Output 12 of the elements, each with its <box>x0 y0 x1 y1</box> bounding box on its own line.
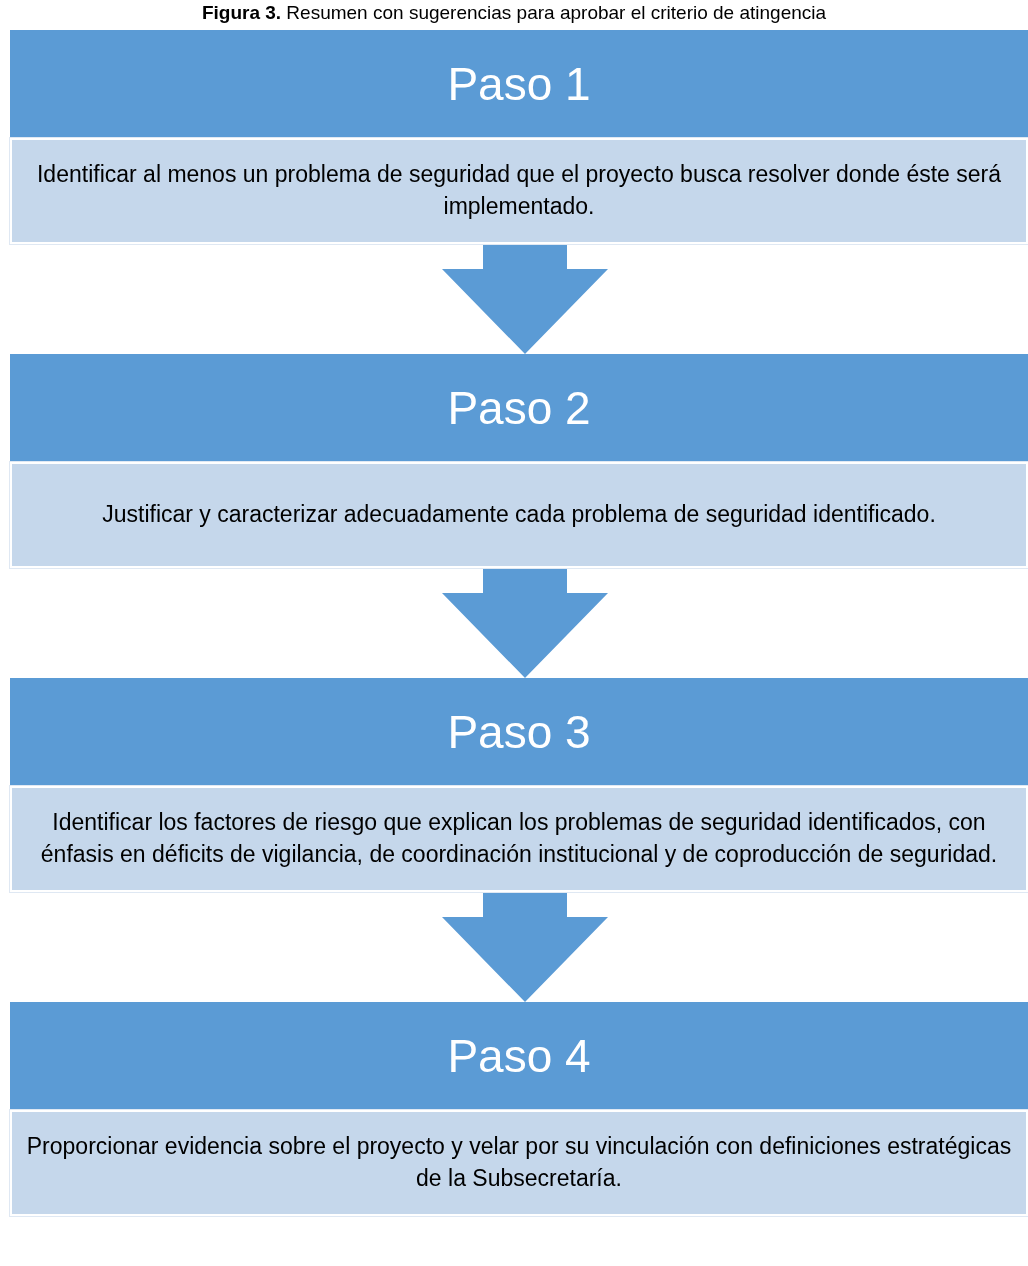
step-header: Paso 4 <box>10 1002 1028 1110</box>
block-arrow <box>442 568 608 678</box>
figure-title: Figura 3. Resumen con sugerencias para aprobar el criterio de atingencia <box>200 2 828 24</box>
step-header: Paso 2 <box>10 354 1028 462</box>
block-arrow <box>442 892 608 1002</box>
step-description: Proporcionar evidencia sobre el proyecto y velar por su vinculación con definiciones estratégicas de la Subsecretaría. <box>10 1110 1028 1216</box>
step-header: Paso 3 <box>10 678 1028 786</box>
step-description: Identificar al menos un problema de seguridad que el proyecto busca resolver donde éste será implementado. <box>10 138 1028 244</box>
step-header: Paso 1 <box>10 30 1028 138</box>
block-arrow <box>442 244 608 354</box>
step-description: Identificar los factores de riesgo que explican los problemas de seguridad identificados, con énfasis en déficits de vigilancia, de coordinación institucional y de coproducción de seguridad. <box>10 786 1028 892</box>
step-description: Justificar y caracterizar adecuadamente cada problema de seguridad identificado. <box>10 462 1028 568</box>
